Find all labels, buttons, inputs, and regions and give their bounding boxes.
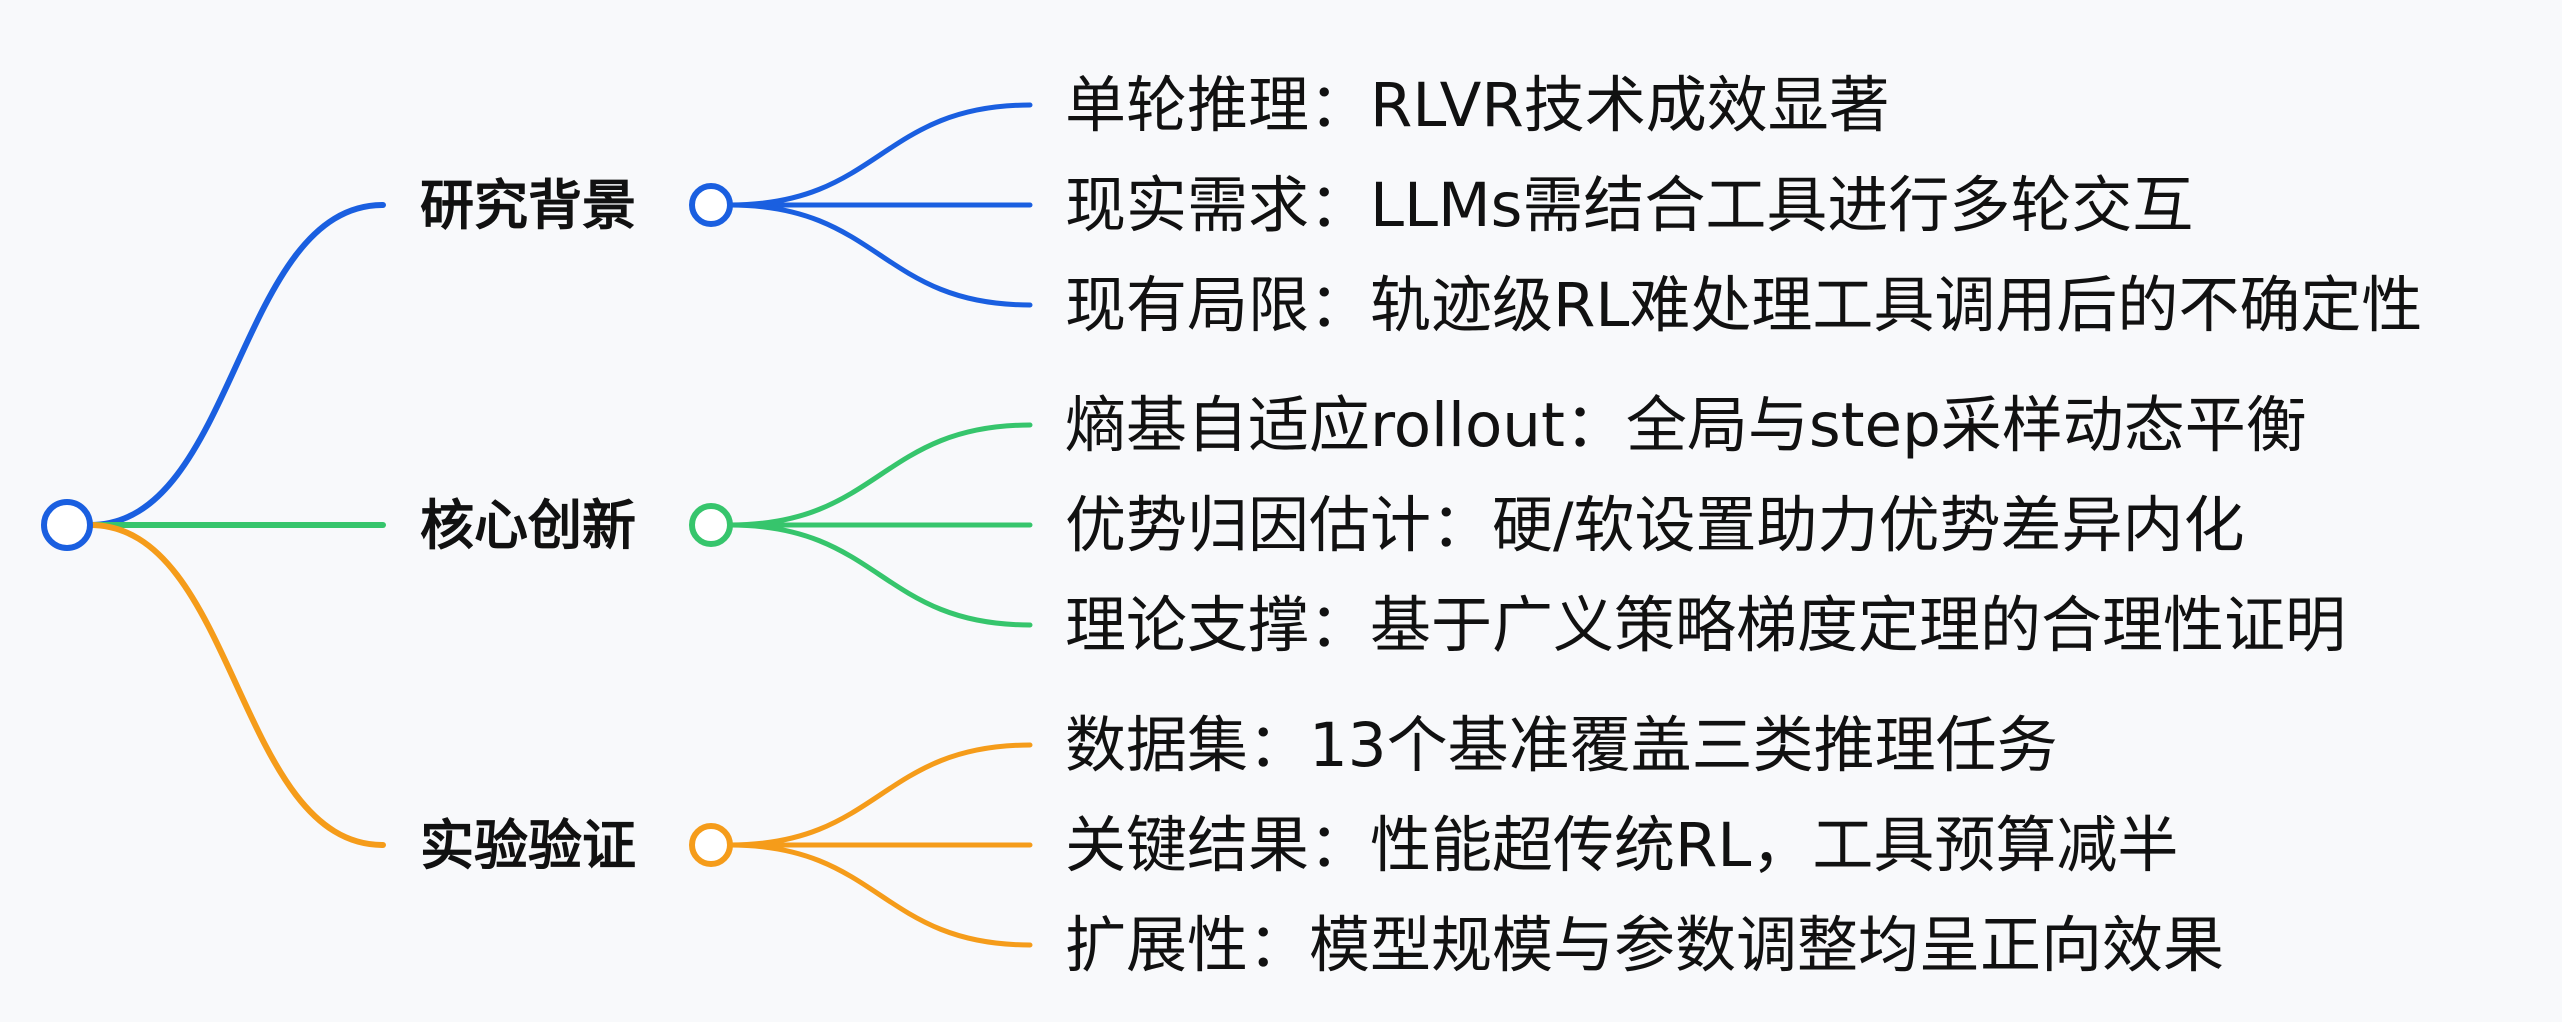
leaf-edge	[727, 742, 1033, 848]
edges-layer	[87, 102, 1033, 948]
branch-edge	[87, 202, 386, 528]
leaf-label: 现实需求：LLMs需结合工具进行多轮交互	[1065, 170, 2193, 241]
branch-label: 实验验证	[420, 814, 636, 877]
leaf-edge	[727, 202, 1033, 308]
leaf-edge	[727, 422, 1033, 528]
branch-node[interactable]	[689, 823, 733, 867]
branch-edge	[87, 522, 386, 848]
branch-label: 研究背景	[420, 174, 636, 237]
branch-node[interactable]	[689, 503, 733, 547]
leaf-label: 理论支撑：基于广义策略梯度定理的合理性证明	[1065, 590, 2346, 661]
leaf-label: 数据集：13个基准覆盖三类推理任务	[1065, 710, 2058, 781]
nodes-layer	[41, 183, 733, 867]
leaf-edge	[727, 522, 1033, 628]
leaf-label: 优势归因估计：硬/软设置助力优势差异内化	[1065, 490, 2245, 561]
leaf-label: 扩展性：模型规模与参数调整均呈正向效果	[1065, 910, 2224, 981]
leaf-label: 单轮推理：RLVR技术成效显著	[1065, 70, 1890, 141]
leaf-label: 现有局限：轨迹级RL难处理工具调用后的不确定性	[1065, 270, 2422, 341]
leaf-label: 熵基自适应rollout：全局与step采样动态平衡	[1065, 390, 2307, 461]
leaf-edge	[727, 842, 1033, 948]
leaf-label: 关键结果：性能超传统RL，工具预算减半	[1065, 810, 2178, 881]
leaf-edge	[727, 102, 1033, 208]
root-node[interactable]	[41, 499, 93, 551]
branch-label: 核心创新	[420, 494, 636, 557]
branch-node[interactable]	[689, 183, 733, 227]
labels-layer: 研究背景 单轮推理：RLVR技术成效显著现实需求：LLMs需结合工具进行多轮交互现…	[420, 70, 2422, 981]
